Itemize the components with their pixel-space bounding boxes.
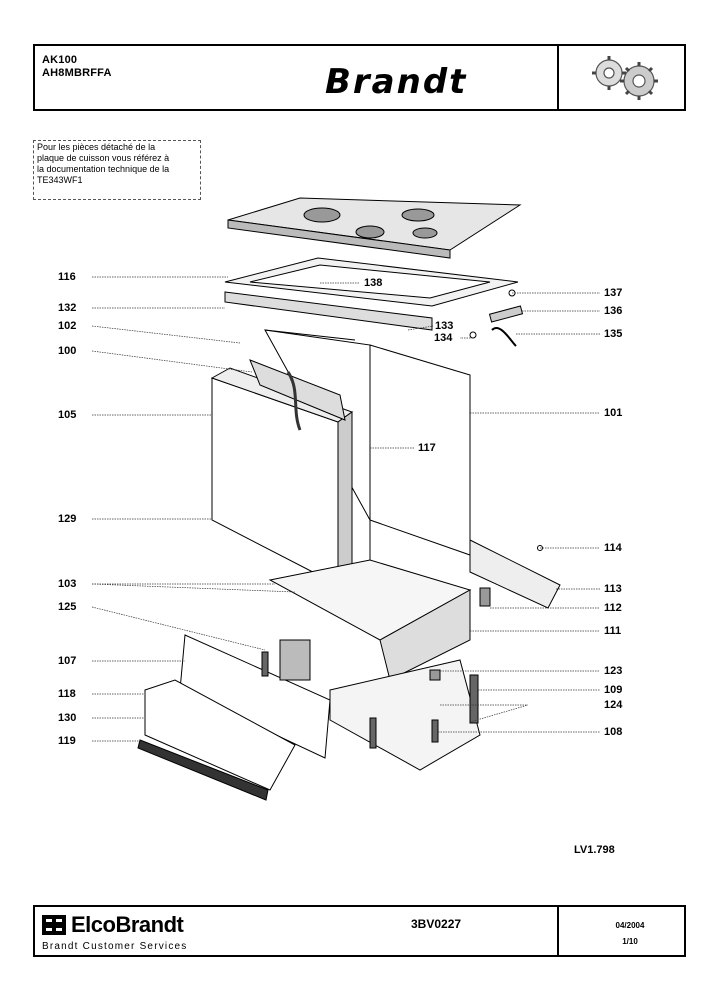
callout-114: 114	[604, 542, 622, 554]
callout-107: 107	[58, 655, 77, 667]
model-code: AK100	[42, 54, 78, 66]
company-subtitle: Brandt Customer Services	[42, 941, 188, 952]
note-line: plaque de cuisson vous référez à	[37, 153, 170, 163]
callout-112: 112	[604, 602, 622, 614]
callout-133: 133	[435, 320, 454, 332]
callout-138: 138	[364, 277, 383, 289]
elcobrandt-logo-icon	[42, 915, 66, 935]
note-line: Pour les pièces détaché de la	[37, 142, 156, 152]
note-box: Pour les pièces détaché de la plaque de …	[33, 140, 201, 200]
page-number: 1/10	[622, 937, 638, 946]
footer-frame: ElcoBrandt Brandt Customer Services 3BV0…	[33, 905, 686, 957]
note-line: la documentation technique de la	[37, 164, 170, 174]
gears-icon	[592, 56, 658, 100]
footer-divider	[557, 907, 559, 955]
model-reference: AH8MBRFFA	[42, 67, 112, 79]
callout-118: 118	[58, 688, 76, 700]
callout-116: 116	[58, 271, 76, 283]
callout-109: 109	[604, 684, 623, 696]
brand-logo: Brandt	[325, 62, 468, 102]
callout-101: 101	[604, 407, 623, 419]
callout-129: 129	[58, 513, 77, 525]
callout-103: 103	[58, 578, 77, 590]
callout-119: 119	[58, 735, 76, 747]
callout-124: 124	[604, 699, 623, 711]
callout-117: 117	[418, 442, 436, 454]
base-tray	[329, 659, 481, 771]
callout-100: 100	[58, 345, 77, 357]
callout-123: 123	[604, 665, 623, 677]
header-frame: AK100 AH8MBRFFA Brandt	[33, 44, 686, 111]
header-divider	[557, 46, 559, 109]
front-strip	[224, 291, 433, 331]
note-line: TE343WF1	[37, 175, 83, 185]
callout-132: 132	[58, 302, 77, 314]
callout-135: 135	[604, 328, 623, 340]
callout-136: 136	[604, 305, 623, 317]
document-date: 04/2004	[615, 921, 645, 930]
callout-134: 134	[434, 332, 453, 344]
document-code: 3BV0227	[411, 917, 462, 931]
callout-137: 137	[604, 287, 623, 299]
kickplate	[144, 679, 296, 791]
callout-108: 108	[604, 726, 623, 738]
callout-125: 125	[58, 601, 77, 613]
callout-111: 111	[604, 625, 622, 637]
callout-113: 113	[604, 583, 622, 595]
callout-102: 102	[58, 320, 77, 332]
seal-strip	[137, 739, 269, 801]
callout-130: 130	[58, 712, 77, 724]
company-name: ElcoBrandt	[71, 912, 184, 937]
diagram-reference: LV1.798	[574, 844, 615, 856]
callout-105: 105	[58, 409, 77, 421]
